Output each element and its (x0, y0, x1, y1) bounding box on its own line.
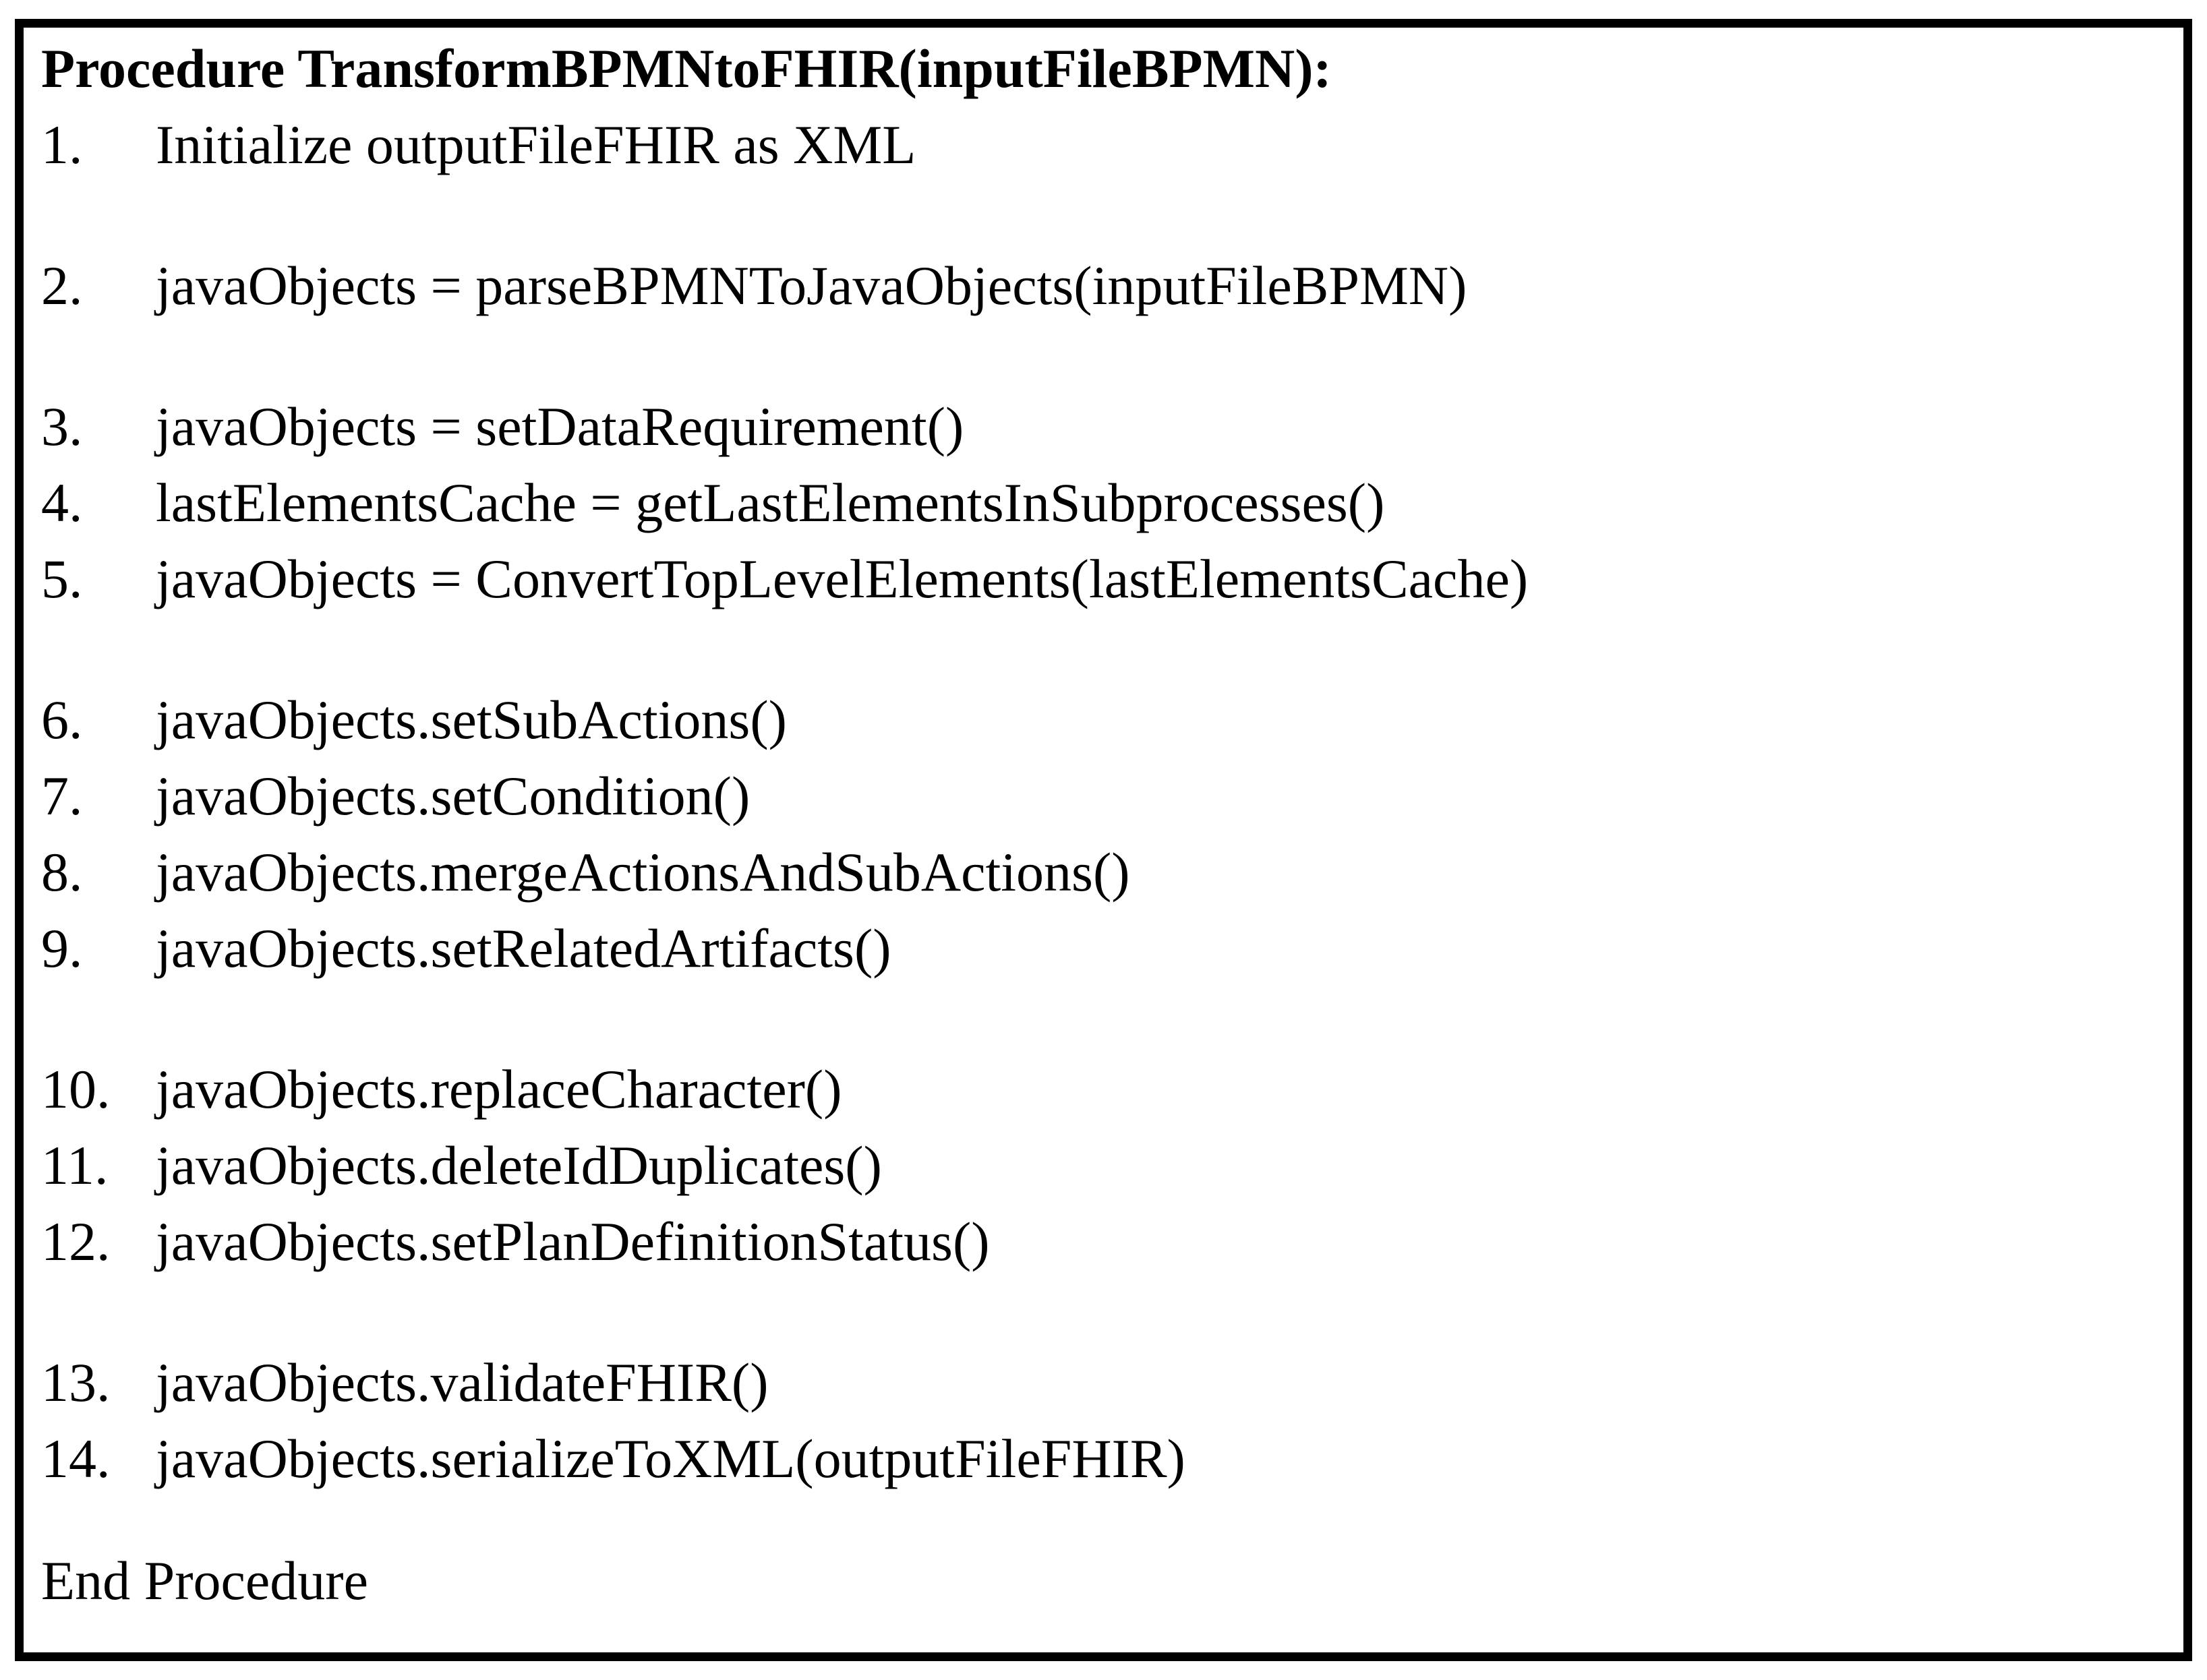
step-text: javaObjects.validateFHIR() (156, 1352, 769, 1413)
step-text: lastElementsCache = getLastElementsInSub… (156, 472, 1385, 533)
step-row: 7. javaObjects.setCondition() (41, 758, 2163, 834)
step-text: javaObjects.setPlanDefinitionStatus() (156, 1211, 990, 1272)
step-row: 1. Initialize outputFileFHIR as XML (41, 107, 2163, 183)
step-number: 9. (41, 918, 83, 979)
step-number: 13. (41, 1352, 111, 1413)
step-text: javaObjects.setRelatedArtifacts() (156, 918, 891, 979)
step-text: Initialize outputFileFHIR as XML (156, 114, 916, 175)
step-number: 8. (41, 841, 83, 903)
step-number: 5. (41, 548, 83, 609)
step-text: javaObjects = setDataRequirement() (156, 396, 964, 457)
step-number: 12. (41, 1211, 111, 1272)
step-row: 8. javaObjects.mergeActionsAndSubActions… (41, 834, 2163, 910)
step-row: 6. javaObjects.setSubActions() (41, 682, 2163, 758)
step-number: 1. (41, 114, 83, 175)
procedure-title: Procedure TransformBPMNtoFHIR(inputFileB… (41, 38, 1332, 99)
step-number: 6. (41, 689, 83, 750)
step-number: 2. (41, 255, 83, 316)
step-text: javaObjects.replaceCharacter() (156, 1058, 842, 1120)
step-number: 10. (41, 1058, 111, 1120)
blank-line (41, 183, 2163, 247)
step-number: 11. (41, 1135, 109, 1196)
step-text: javaObjects.serializeToXML(outputFileFHI… (156, 1428, 1185, 1489)
blank-line (41, 1280, 2163, 1344)
step-row: 9. javaObjects.setRelatedArtifacts() (41, 910, 2163, 986)
step-text: javaObjects.setCondition() (156, 765, 751, 827)
step-text: javaObjects = ConvertTopLevelElements(la… (156, 548, 1529, 609)
step-row: 5. javaObjects = ConvertTopLevelElements… (41, 541, 2163, 617)
step-text: javaObjects.setSubActions() (156, 689, 787, 750)
blank-line (41, 1497, 2163, 1542)
blank-line (41, 617, 2163, 682)
step-text: javaObjects.deleteIdDuplicates() (156, 1135, 882, 1196)
step-row: 14. javaObjects.serializeToXML(outputFil… (41, 1420, 2163, 1497)
step-number: 7. (41, 765, 83, 827)
step-number: 3. (41, 396, 83, 457)
step-row: 13. javaObjects.validateFHIR() (41, 1344, 2163, 1420)
step-row: 4. lastElementsCache = getLastElementsIn… (41, 464, 2163, 541)
blank-line (41, 986, 2163, 1051)
step-number: 4. (41, 472, 83, 533)
step-text: javaObjects.mergeActionsAndSubActions() (156, 841, 1130, 903)
step-text: javaObjects = parseBPMNToJavaObjects(inp… (156, 255, 1467, 316)
step-row: 3. javaObjects = setDataRequirement() (41, 388, 2163, 464)
blank-line (41, 324, 2163, 388)
pseudocode-figure-box: Procedure TransformBPMNtoFHIR(inputFileB… (15, 19, 2192, 1661)
end-procedure-label: End Procedure (41, 1550, 368, 1611)
step-row: 11. javaObjects.deleteIdDuplicates() (41, 1127, 2163, 1203)
step-row: 12. javaObjects.setPlanDefinitionStatus(… (41, 1203, 2163, 1280)
step-row: 10. javaObjects.replaceCharacter() (41, 1051, 2163, 1127)
step-row: 2. javaObjects = parseBPMNToJavaObjects(… (41, 247, 2163, 324)
step-number: 14. (41, 1428, 111, 1489)
